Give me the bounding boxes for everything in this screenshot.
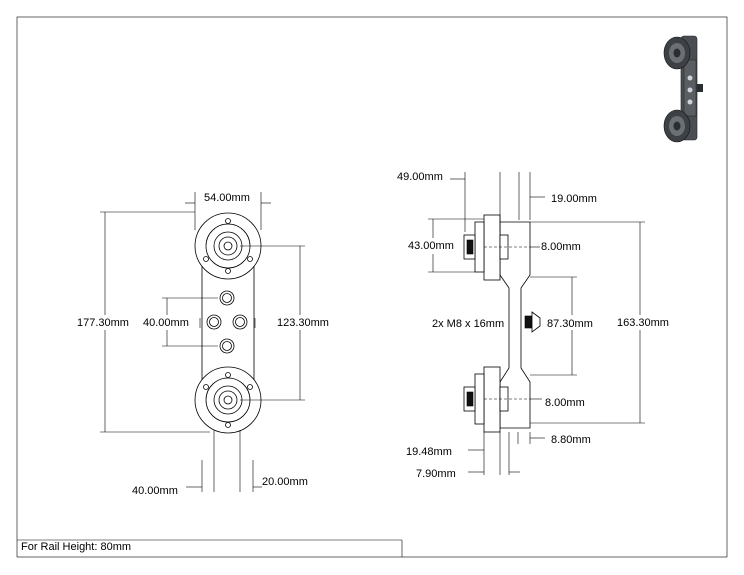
- side-lower-wheel: [463, 366, 530, 433]
- front-dimension-lines: [100, 192, 305, 492]
- side-dim-43: 43.00mm: [408, 240, 454, 252]
- side-dim-7-90: 7.90mm: [416, 468, 456, 480]
- front-dim-177: 177.30mm: [77, 317, 129, 329]
- side-dim-8-lower: 8.00mm: [545, 397, 585, 409]
- front-dim-123: 123.30mm: [277, 317, 329, 329]
- front-dim-40-bottom: 40.00mm: [132, 485, 178, 497]
- side-dim-163: 163.30mm: [617, 317, 669, 329]
- front-dim-54: 54.00mm: [204, 192, 250, 204]
- front-bottom-wheel: [194, 366, 262, 434]
- side-dim-19-48: 19.48mm: [406, 446, 452, 458]
- side-upper-wheel: [463, 214, 530, 281]
- rail-height-note: For Rail Height: 80mm: [21, 541, 131, 553]
- front-dim-20: 20.00mm: [262, 476, 308, 488]
- side-dim-8-80: 8.80mm: [551, 434, 591, 446]
- sheet-border: [16, 16, 728, 558]
- side-dim-8-upper: 8.00mm: [541, 241, 581, 253]
- side-dimension-lines: [428, 172, 645, 475]
- side-bolt: [524, 311, 541, 333]
- side-dim-49: 49.00mm: [397, 171, 443, 183]
- side-view: 49.00mm 19.00mm 43.00mm 8.00mm 2x M8 x 1…: [397, 171, 669, 480]
- isometric-render: [663, 35, 703, 143]
- front-mounting-holes: [206, 290, 248, 354]
- front-top-wheel: [194, 212, 262, 280]
- side-dim-19: 19.00mm: [551, 193, 597, 205]
- front-dim-40-holes: 40.00mm: [143, 317, 189, 329]
- side-dim-87: 87.30mm: [547, 318, 593, 330]
- side-bolt-callout: 2x M8 x 16mm: [432, 318, 504, 330]
- front-view: 54.00mm 177.30mm 40.00mm 123.30mm 40.00m…: [77, 192, 329, 497]
- side-bracket: [499, 221, 531, 429]
